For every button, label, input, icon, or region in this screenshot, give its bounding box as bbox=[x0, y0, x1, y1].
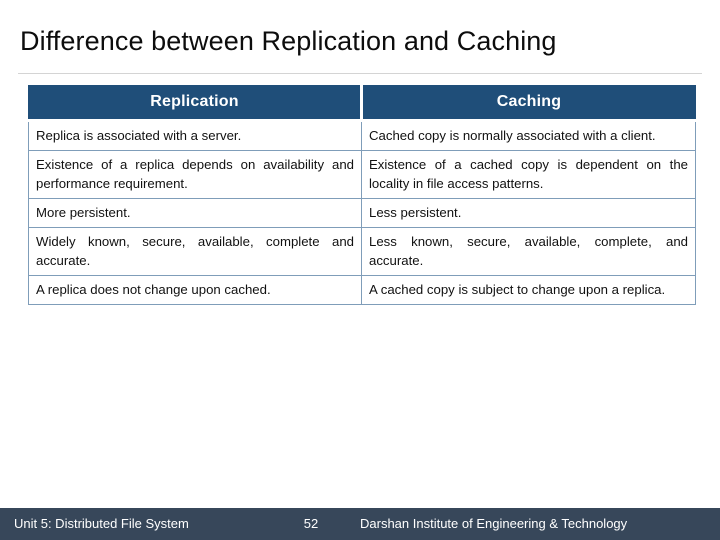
cell-replication: More persistent. bbox=[28, 198, 362, 228]
cell-replication: Existence of a replica depends on availa… bbox=[28, 150, 362, 199]
footer-unit-label: Unit 5: Distributed File System bbox=[14, 516, 189, 531]
table-row: Widely known, secure, available, complet… bbox=[28, 227, 696, 276]
comparison-table-container: Replication Caching Replica is associate… bbox=[28, 85, 696, 305]
table-header-row: Replication Caching bbox=[28, 85, 696, 122]
table-header: Replication Caching bbox=[28, 85, 696, 122]
cell-replication: Widely known, secure, available, complet… bbox=[28, 227, 362, 276]
table-row: Replica is associated with a server. Cac… bbox=[28, 120, 696, 151]
footer-page-number: 52 bbox=[303, 516, 319, 531]
title-divider bbox=[18, 73, 702, 74]
cell-caching: Existence of a cached copy is dependent … bbox=[361, 150, 696, 199]
slide-footer: Unit 5: Distributed File System 52 Darsh… bbox=[0, 508, 720, 540]
cell-replication: Replica is associated with a server. bbox=[28, 120, 362, 151]
table-body: Replica is associated with a server. Cac… bbox=[28, 120, 696, 305]
cell-caching: Less known, secure, available, complete,… bbox=[361, 227, 696, 276]
cell-replication: A replica does not change upon cached. bbox=[28, 275, 362, 305]
table-row: More persistent. Less persistent. bbox=[28, 198, 696, 228]
cell-caching: Less persistent. bbox=[361, 198, 696, 228]
comparison-table: Replication Caching Replica is associate… bbox=[28, 85, 696, 305]
table-row: A replica does not change upon cached. A… bbox=[28, 275, 696, 305]
page-title: Difference between Replication and Cachi… bbox=[20, 26, 557, 56]
cell-caching: Cached copy is normally associated with … bbox=[361, 120, 696, 151]
cell-caching: A cached copy is subject to change upon … bbox=[361, 275, 696, 305]
table-row: Existence of a replica depends on availa… bbox=[28, 150, 696, 199]
footer-institute-name: Darshan Institute of Engineering & Techn… bbox=[360, 516, 628, 531]
column-header-replication: Replication bbox=[28, 85, 363, 122]
column-header-caching: Caching bbox=[361, 85, 696, 122]
